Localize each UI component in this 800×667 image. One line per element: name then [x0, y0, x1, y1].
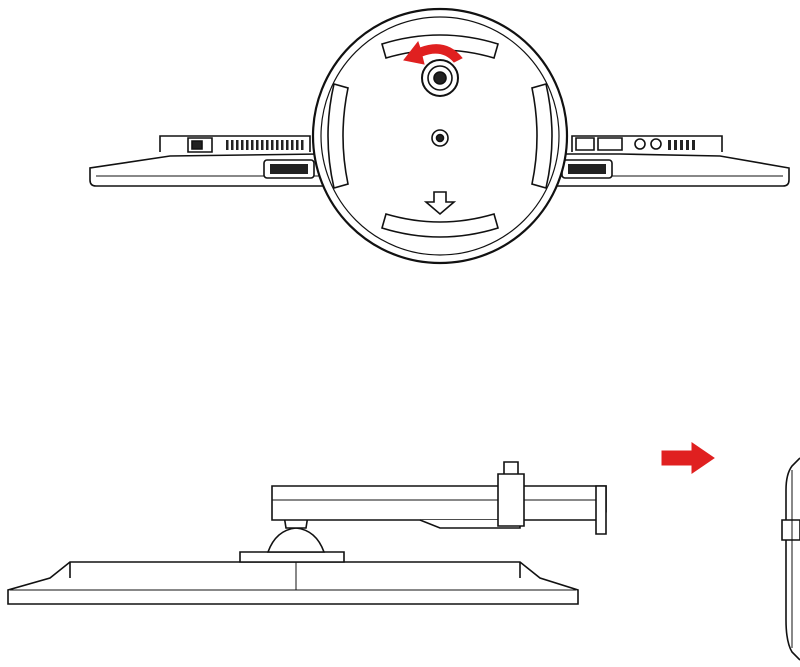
thumb-screw	[422, 60, 458, 96]
left-vent-grille	[226, 140, 304, 150]
right-clip	[562, 160, 612, 178]
monitor-side-body	[8, 562, 578, 604]
monitor-upright-partial	[782, 458, 800, 660]
rear-view-step	[90, 9, 789, 263]
stand-arm	[272, 486, 606, 534]
side-view-step	[8, 443, 800, 660]
center-screw-icon	[432, 130, 448, 146]
input-ports-panel	[576, 138, 695, 150]
right-arrow-icon	[662, 443, 714, 473]
power-port-icon	[188, 138, 212, 152]
stand-post	[498, 462, 524, 526]
down-arrow-icon	[426, 192, 454, 214]
left-clip	[264, 160, 314, 178]
curved-arrow-icon	[404, 42, 462, 64]
